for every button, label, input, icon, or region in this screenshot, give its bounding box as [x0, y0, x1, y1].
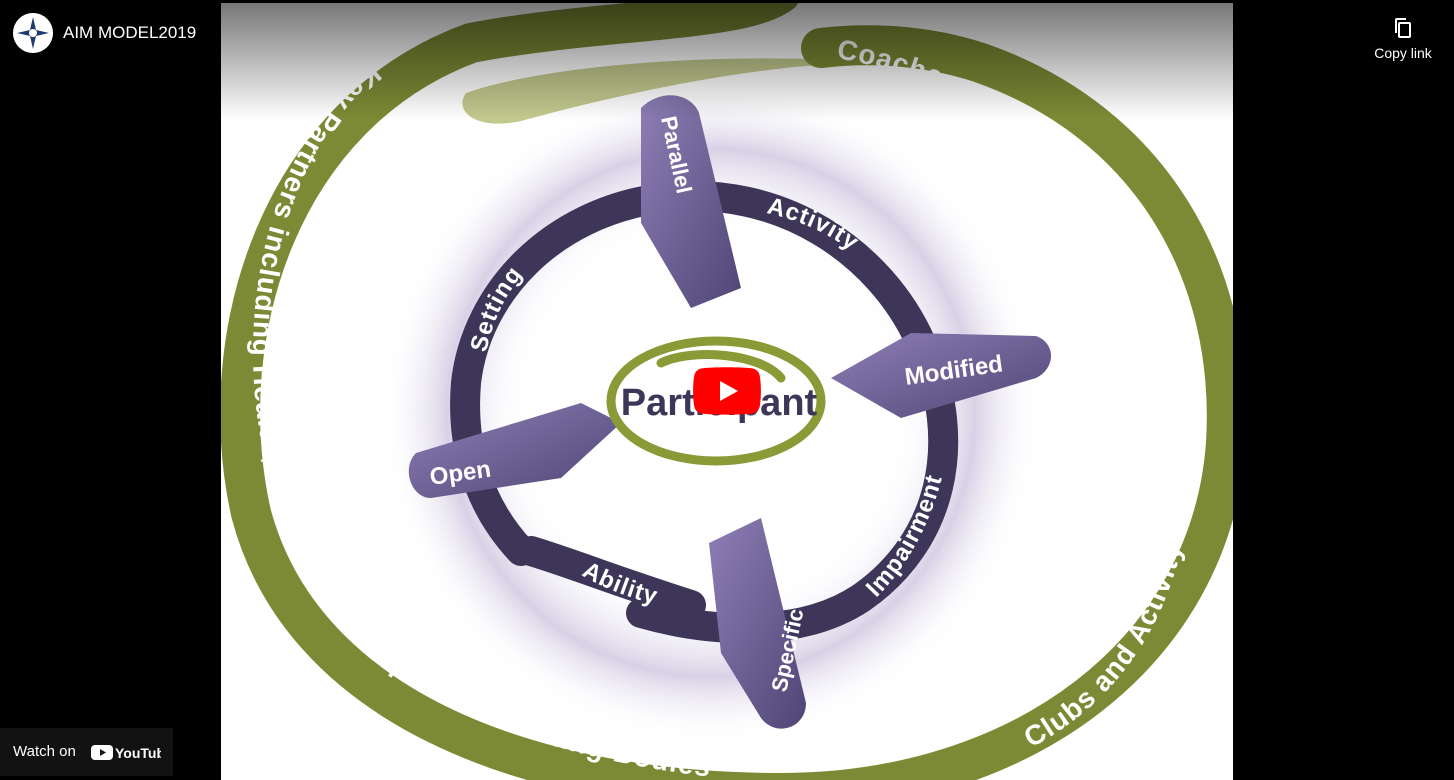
watch-on-label: Watch on [13, 743, 76, 760]
youtube-wordmark: YouTube [115, 745, 161, 761]
copy-icon [1395, 18, 1411, 38]
pointer-parallel [641, 95, 741, 309]
play-icon [693, 367, 761, 415]
copy-link-button[interactable]: Copy link [1364, 12, 1442, 64]
center-green-swirl [606, 336, 826, 466]
youtube-logo-icon: YouTube [91, 745, 161, 761]
center-swirl-tail [656, 350, 786, 383]
channel-avatar[interactable] [13, 13, 53, 53]
play-button[interactable] [693, 367, 761, 415]
pointer-specific [709, 518, 806, 729]
inner-ring-tail [516, 536, 706, 620]
watch-on-youtube-button[interactable]: Watch on YouTube [0, 728, 173, 776]
pointer-modified [831, 333, 1051, 418]
video-title[interactable]: AIM MODEL2019 [63, 23, 197, 42]
pointer-open [408, 403, 621, 498]
compass-logo-icon [13, 13, 53, 53]
copy-link-label: Copy link [1374, 45, 1432, 61]
inner-purple-ring [450, 181, 959, 644]
